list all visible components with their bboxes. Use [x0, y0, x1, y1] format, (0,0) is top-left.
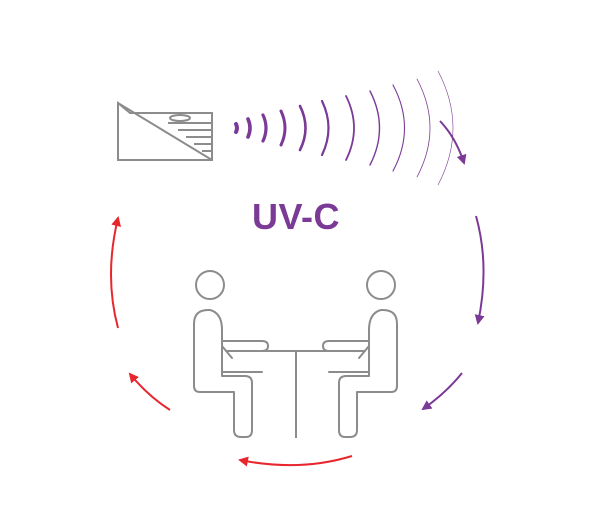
return-flow-arrows [110, 216, 353, 467]
uv-arrow-1 [439, 120, 467, 165]
uv-lamp-icon [117, 100, 213, 161]
uv-wave-6 [320, 99, 330, 157]
uv-wave-1 [234, 122, 239, 134]
return-arrow-1 [238, 455, 353, 467]
uv-c-label: UV-C [251, 196, 340, 237]
person-left-icon [193, 270, 269, 438]
uv-wave-11 [437, 70, 454, 186]
uv-wave-10 [416, 78, 431, 178]
uv-waves [234, 70, 454, 186]
return-arrow-3 [110, 216, 121, 329]
uv-wave-5 [298, 104, 307, 152]
uv-wave-4 [279, 109, 287, 147]
uv-wave-9 [392, 84, 406, 172]
uv-wave-2 [246, 117, 252, 139]
uv-wave-3 [261, 113, 268, 143]
person-right-icon [322, 270, 398, 438]
uv-flow-arrows [421, 120, 485, 411]
uv-arrow-2 [474, 215, 485, 325]
uv-wave-7 [345, 95, 355, 161]
uv-wave-8 [369, 90, 381, 166]
uv-arrow-3 [421, 372, 463, 411]
table-icon [246, 350, 350, 438]
return-arrow-2 [128, 372, 171, 411]
